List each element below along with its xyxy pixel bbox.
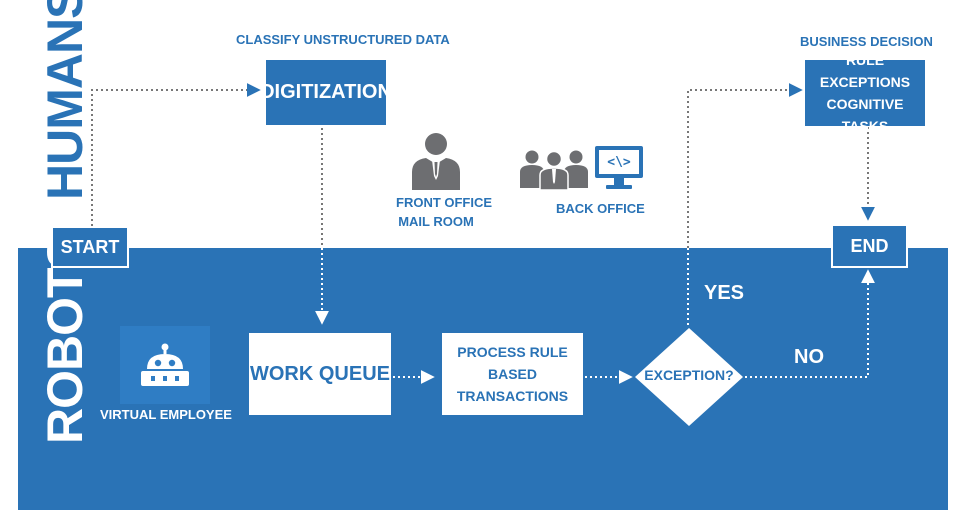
rule-exceptions-line2: COGNITIVE TASKS: [826, 96, 904, 134]
yes-label: YES: [704, 282, 745, 304]
exception-label: EXCEPTION?: [644, 367, 734, 383]
work-queue-label: WORK QUEUE: [250, 362, 390, 385]
back-office-screen-text: <\>: [607, 154, 631, 170]
digitization-label: DIGITIZATION: [260, 81, 392, 103]
back-office-group-icon: [520, 150, 588, 190]
work-queue-node: WORK QUEUE: [249, 333, 391, 415]
front-office-line2: MAIL ROOM: [398, 214, 474, 229]
process-line1: PROCESS RULE BASED: [457, 344, 568, 382]
process-node: PROCESS RULE BASED TRANSACTIONS: [442, 333, 583, 415]
virtual-employee-caption: VIRTUAL EMPLOYEE: [100, 407, 232, 422]
front-office-line1: FRONT OFFICE: [396, 195, 493, 210]
digitization-node: DIGITIZATION: [260, 60, 392, 125]
front-office-caption: FRONT OFFICE MAIL ROOM: [396, 193, 493, 231]
back-office-caption: BACK OFFICE: [556, 201, 645, 216]
business-decision-caption: BUSINESS DECISION: [800, 34, 933, 49]
start-label: START: [60, 236, 120, 257]
rule-exceptions-line1: RULE EXCEPTIONS: [819, 52, 911, 90]
rule-exceptions-node: RULE EXCEPTIONS COGNITIVE TASKS: [805, 52, 925, 134]
exception-diamond: [635, 328, 743, 426]
back-office-monitor-icon: [595, 146, 643, 189]
process-line2: TRANSACTIONS: [456, 388, 569, 404]
start-node: START: [51, 226, 129, 268]
connector-exception-no-to-end: [745, 269, 875, 378]
digitization-caption: CLASSIFY UNSTRUCTURED DATA: [236, 32, 450, 47]
no-label: NO: [794, 346, 824, 368]
end-node: END: [831, 224, 908, 268]
end-label: END: [850, 235, 889, 256]
connector-start-to-digitization: [91, 83, 261, 226]
front-office-person-icon: [412, 133, 460, 190]
robot-icon: [141, 343, 189, 386]
